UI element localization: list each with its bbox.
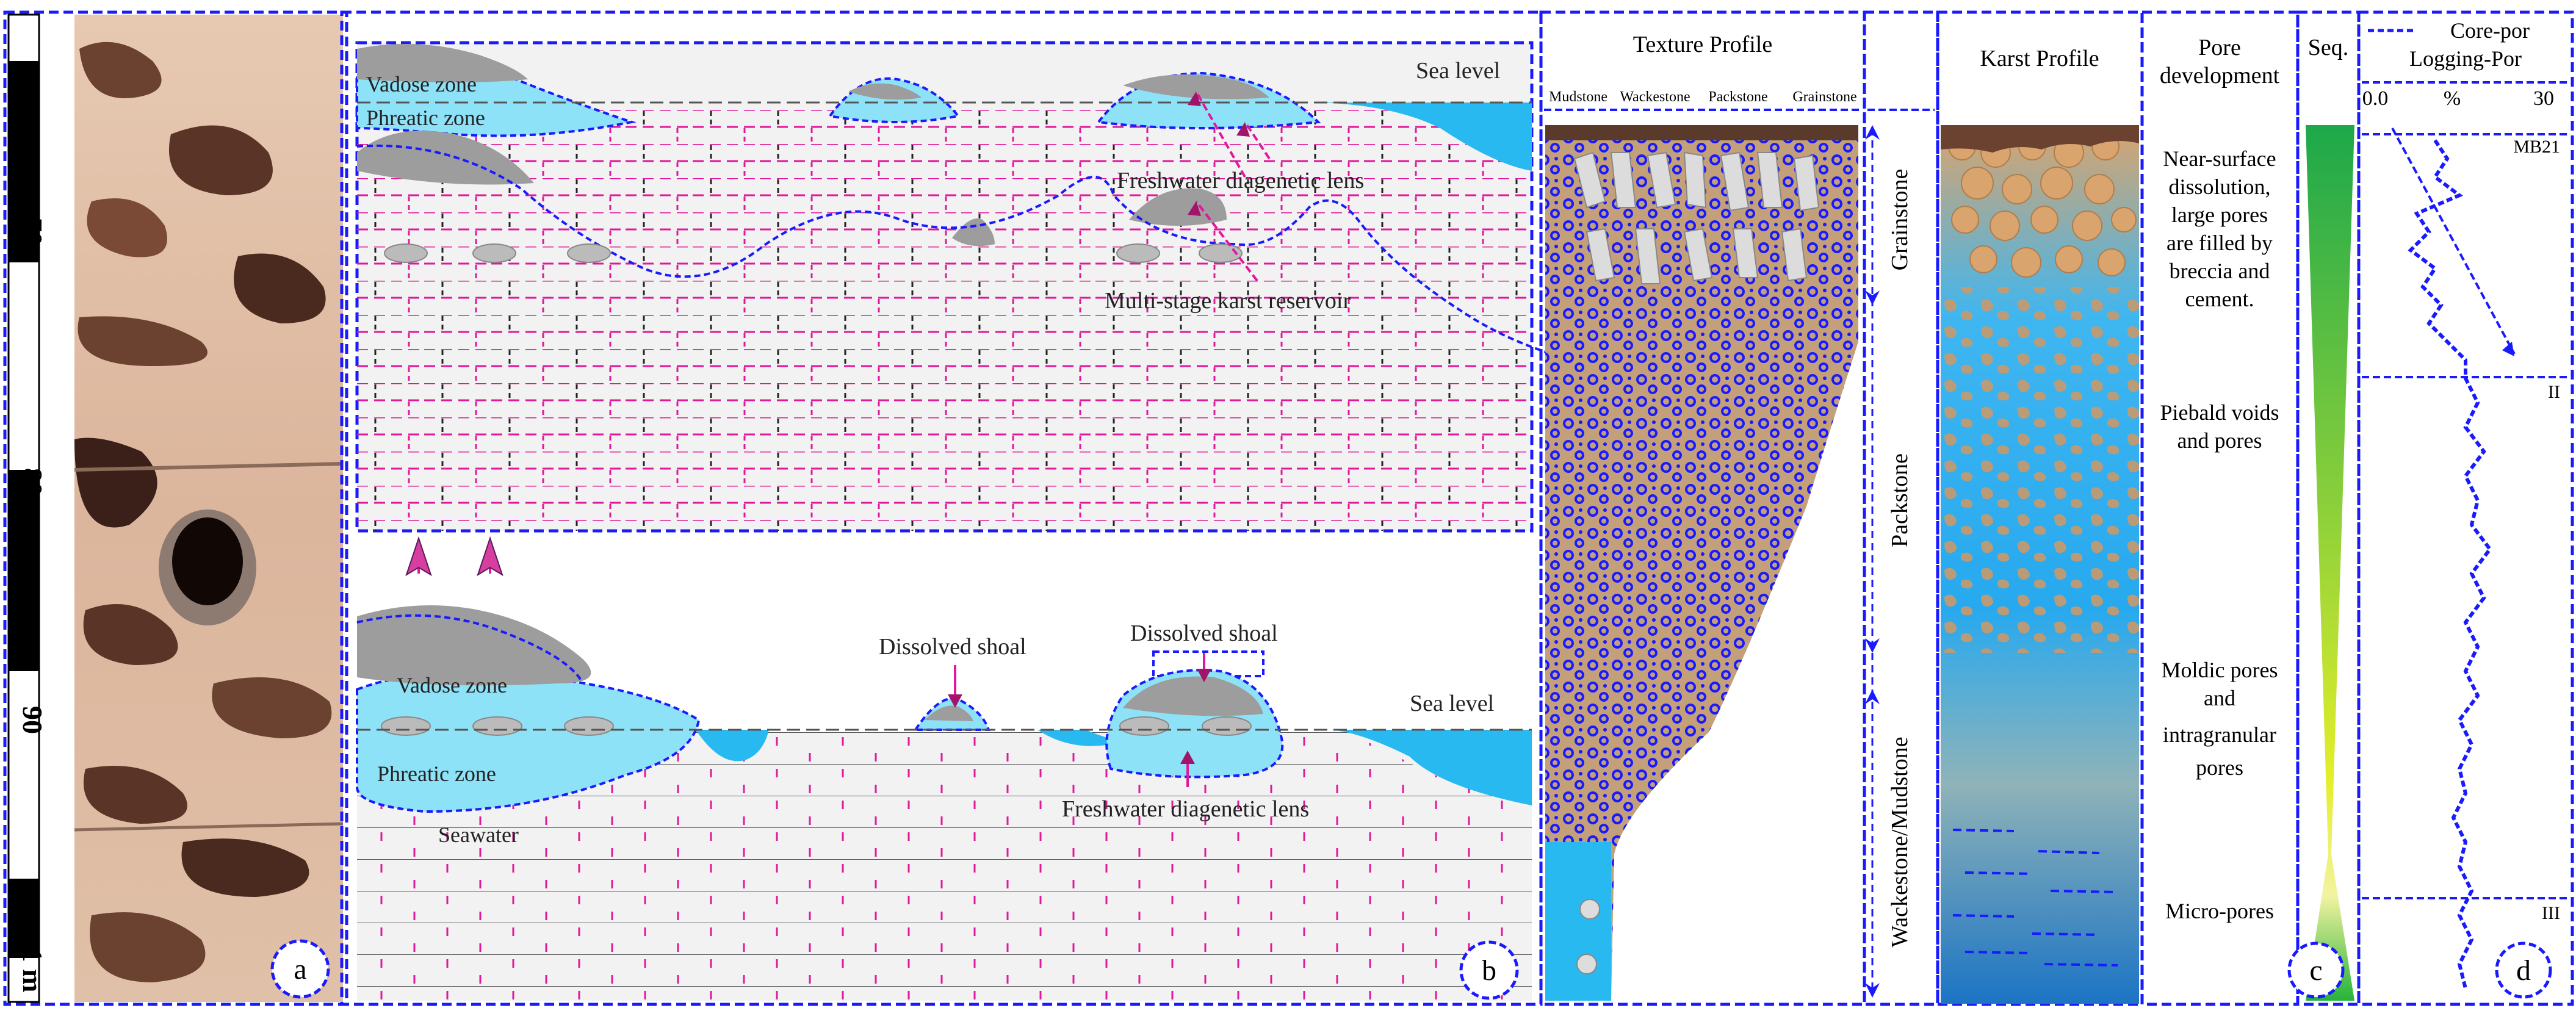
panel-b-label-circle bbox=[1459, 940, 1519, 1000]
core-por-trend bbox=[2391, 128, 2516, 355]
pore-desc-line: Micro-pores bbox=[2165, 899, 2274, 923]
texture-profile-frame bbox=[1539, 10, 1866, 1006]
upper-sea-level-label: Sea level bbox=[1416, 58, 1500, 84]
logging-por-curve bbox=[2408, 139, 2492, 989]
pore-desc-line: and pores bbox=[2177, 428, 2262, 453]
panel-b-label: b bbox=[1482, 954, 1496, 987]
facies-label-packstone: Packstone bbox=[1887, 453, 1913, 547]
axis-min: 0.0 bbox=[2362, 87, 2389, 110]
karst-profile: Karst Profile bbox=[1936, 10, 2144, 1006]
lower-vadose-label: Vadose zone bbox=[397, 673, 507, 697]
lower-shoal-label-2: Dissolved shoal bbox=[1130, 621, 1278, 646]
scale-label-70: 70 bbox=[17, 218, 48, 246]
texture-col-wackestone: Wackestone bbox=[1620, 89, 1690, 105]
core-photograph bbox=[74, 15, 344, 1002]
scale-label-80: 80 bbox=[17, 468, 48, 496]
facies-column: Grainstone Packstone Wackestone/Mudstone bbox=[1863, 10, 1939, 1006]
karst-profile-title: Karst Profile bbox=[1980, 46, 2099, 71]
texture-col-packstone: Packstone bbox=[1708, 89, 1767, 105]
seq-label-mb21: MB21 bbox=[2513, 137, 2560, 157]
texture-col-mudstone: Mudstone bbox=[1549, 89, 1607, 105]
pore-desc-line: pores bbox=[2196, 755, 2243, 780]
texture-profile-title: Texture Profile bbox=[1633, 32, 1772, 57]
pore-desc-line: Moldic pores bbox=[2162, 658, 2278, 682]
lower-block-diagram: Vadose zone Phreatic zone Sea level Diss… bbox=[356, 605, 1532, 1001]
facies-label-grainstone: Grainstone bbox=[1887, 169, 1913, 271]
texture-col-grainstone: Grainstone bbox=[1792, 89, 1856, 105]
legend-logging-por: Logging-Por bbox=[2409, 46, 2522, 71]
panel-d-label-circle bbox=[2495, 942, 2552, 999]
upper-vadose-label: Vadose zone bbox=[366, 72, 477, 96]
pore-desc-line: Near-surface bbox=[2163, 146, 2276, 171]
panel-b-frame bbox=[340, 10, 1543, 1006]
pore-title-line2: development bbox=[2160, 63, 2280, 88]
upper-lens-label: Freshwater diagenetic lens bbox=[1117, 168, 1364, 193]
seq-label-iii: III bbox=[2542, 903, 2560, 923]
seq-label-ii: II bbox=[2548, 382, 2560, 402]
upper-phreatic-label: Phreatic zone bbox=[366, 106, 485, 130]
lower-shoal-label-1: Dissolved shoal bbox=[879, 634, 1026, 660]
pore-desc-micro: Micro-pores bbox=[2165, 899, 2274, 923]
pore-desc-line: and bbox=[2204, 686, 2235, 710]
lower-seawater-label: Seawater bbox=[438, 823, 519, 847]
panel-c-label-circle bbox=[2287, 942, 2345, 999]
pore-title-line1: Pore bbox=[2198, 35, 2241, 60]
lower-sea bbox=[1330, 730, 1532, 805]
upper-sea bbox=[1312, 103, 1532, 171]
facies-label-wackestone-mudstone: Wackestone/Mudstone bbox=[1887, 736, 1913, 947]
scale-label-90: 90 bbox=[17, 706, 48, 734]
legend-core-por: Core-por bbox=[2450, 18, 2530, 43]
scale-label-1m: 1 m bbox=[17, 948, 48, 993]
panel-a-label-circle bbox=[270, 939, 330, 999]
panel-a-frame bbox=[3, 10, 348, 1006]
pore-desc-line: breccia and bbox=[2170, 259, 2270, 283]
upper-karst-boundary bbox=[356, 144, 1639, 373]
evolution-arrows bbox=[405, 536, 503, 577]
lower-vadose-zone bbox=[357, 605, 591, 686]
lower-sea-level-label: Sea level bbox=[1410, 691, 1494, 716]
upper-block-diagram: Vadose zone Phreatic zone Sea level Fres… bbox=[355, 41, 1639, 533]
pore-desc-piebald: Piebald voids and pores bbox=[2160, 400, 2279, 453]
lower-phreatic-label: Phreatic zone bbox=[377, 762, 496, 786]
pore-desc-line: large pores bbox=[2171, 203, 2268, 227]
pore-desc-line: dissolution, bbox=[2168, 175, 2270, 199]
panel-d-label: d bbox=[2516, 954, 2531, 987]
pore-desc-moldic: Moldic pores and intragranular pores bbox=[2162, 658, 2278, 780]
sequence-triangle bbox=[2306, 125, 2354, 1001]
pore-desc-line: are filled by bbox=[2167, 231, 2273, 255]
lower-phreatic-zone bbox=[356, 672, 701, 813]
pore-desc-line: Piebald voids bbox=[2160, 400, 2279, 425]
panel-c-label: c bbox=[2309, 954, 2322, 987]
panel-b-model: Vadose zone Phreatic zone Sea level Fres… bbox=[340, 10, 1639, 1006]
panel-a-label: a bbox=[294, 953, 306, 985]
porosity-log: Core-por Logging-Por 0.0 % 30 MB21 II II… bbox=[2357, 10, 2574, 1006]
depth-scale-bar: 70 80 90 1 m bbox=[7, 13, 48, 1003]
sequence-column: Seq. c bbox=[2287, 10, 2361, 1006]
pore-development: Pore development Near-surface dissolutio… bbox=[2140, 10, 2300, 1006]
axis-unit: % bbox=[2444, 87, 2461, 110]
lower-lens-label: Freshwater diagenetic lens bbox=[1062, 796, 1309, 822]
upper-karst-label: Multi-stage karst reservoir bbox=[1105, 288, 1351, 314]
upper-vadose-zone-left bbox=[357, 44, 528, 82]
sequence-title: Seq. bbox=[2308, 35, 2349, 60]
pore-desc-near-surface: Near-surface dissolution, large pores ar… bbox=[2163, 146, 2276, 311]
pore-desc-line: intragranular bbox=[2163, 722, 2276, 747]
texture-profile: Texture Profile Mudstone Wackestone Pack… bbox=[1539, 10, 1866, 1006]
panel-a-core: 70 80 90 1 m a bbox=[3, 10, 348, 1006]
pore-desc-line: cement. bbox=[2185, 287, 2254, 311]
axis-max: 30 bbox=[2533, 87, 2554, 110]
